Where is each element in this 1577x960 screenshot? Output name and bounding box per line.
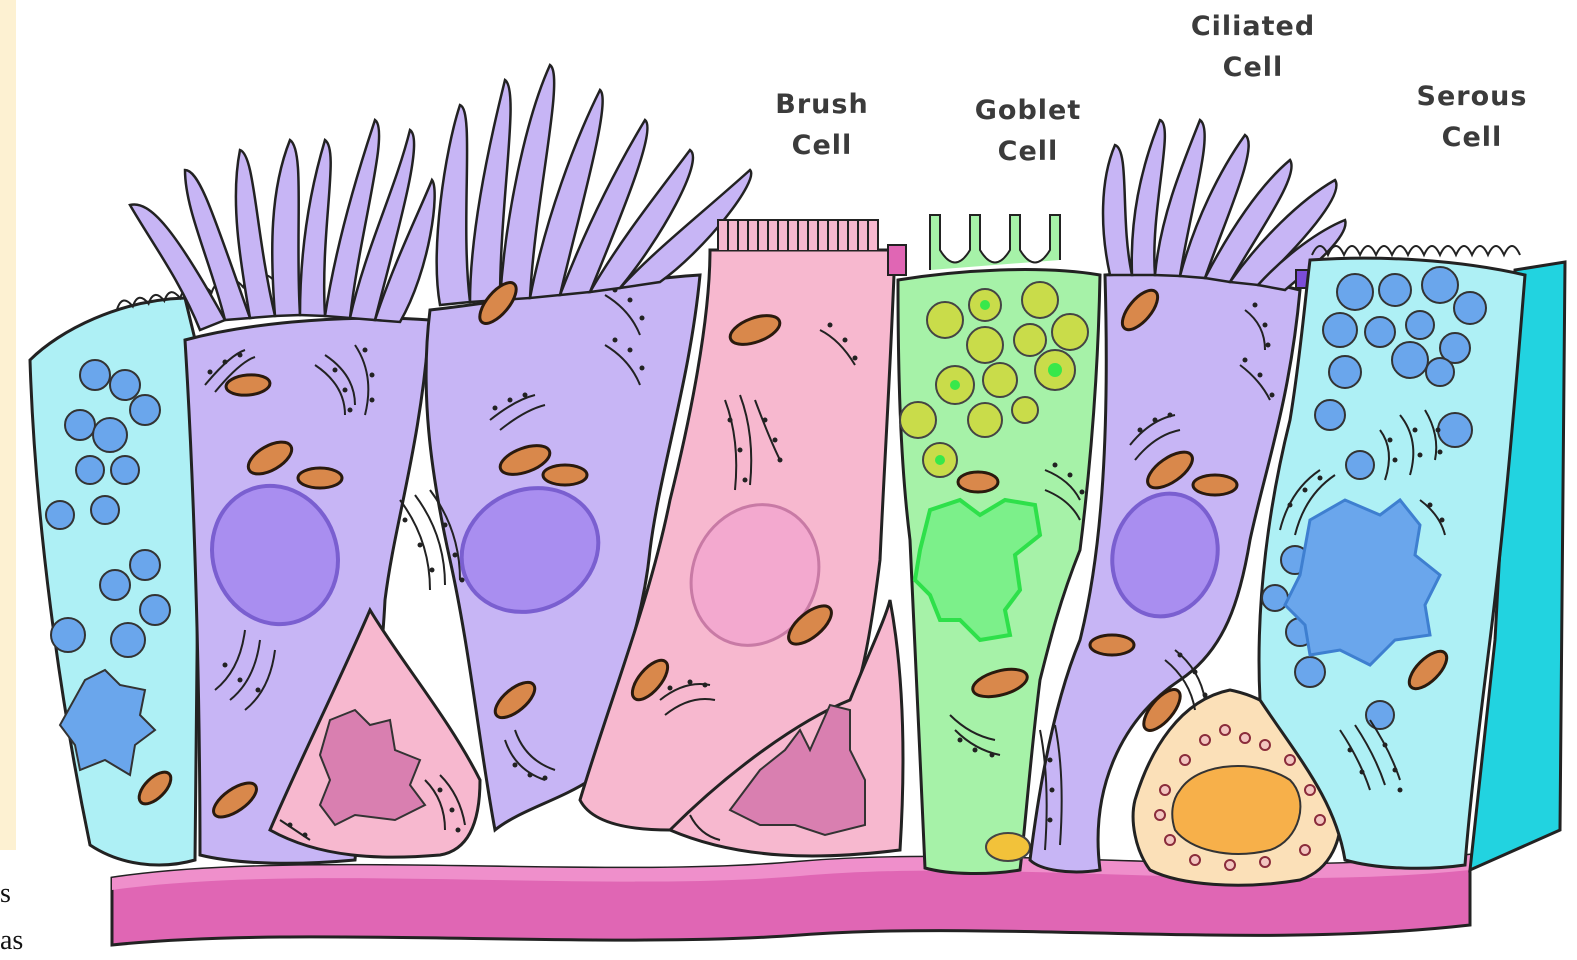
label-brush-cell: Brush Cell [752, 84, 892, 166]
label-goblet-cell-line2: Cell [948, 131, 1108, 172]
label-ciliated-cell-line1: Ciliated [1168, 6, 1338, 47]
label-brush-cell-line1: Brush [752, 84, 892, 125]
label-ciliated-cell: Ciliated Cell [1168, 6, 1338, 88]
slide-edge-strip [0, 0, 16, 850]
cutoff-text-1: s [0, 878, 11, 910]
label-goblet-cell-line1: Goblet [948, 90, 1108, 131]
cutoff-text-2: as [0, 925, 23, 957]
label-goblet-cell: Goblet Cell [948, 90, 1108, 172]
label-brush-cell-line2: Cell [752, 125, 892, 166]
label-serous-cell-line2: Cell [1392, 117, 1552, 158]
label-serous-cell-line1: Serous [1392, 76, 1552, 117]
label-serous-cell: Serous Cell [1392, 76, 1552, 158]
label-ciliated-cell-line2: Cell [1168, 47, 1338, 88]
